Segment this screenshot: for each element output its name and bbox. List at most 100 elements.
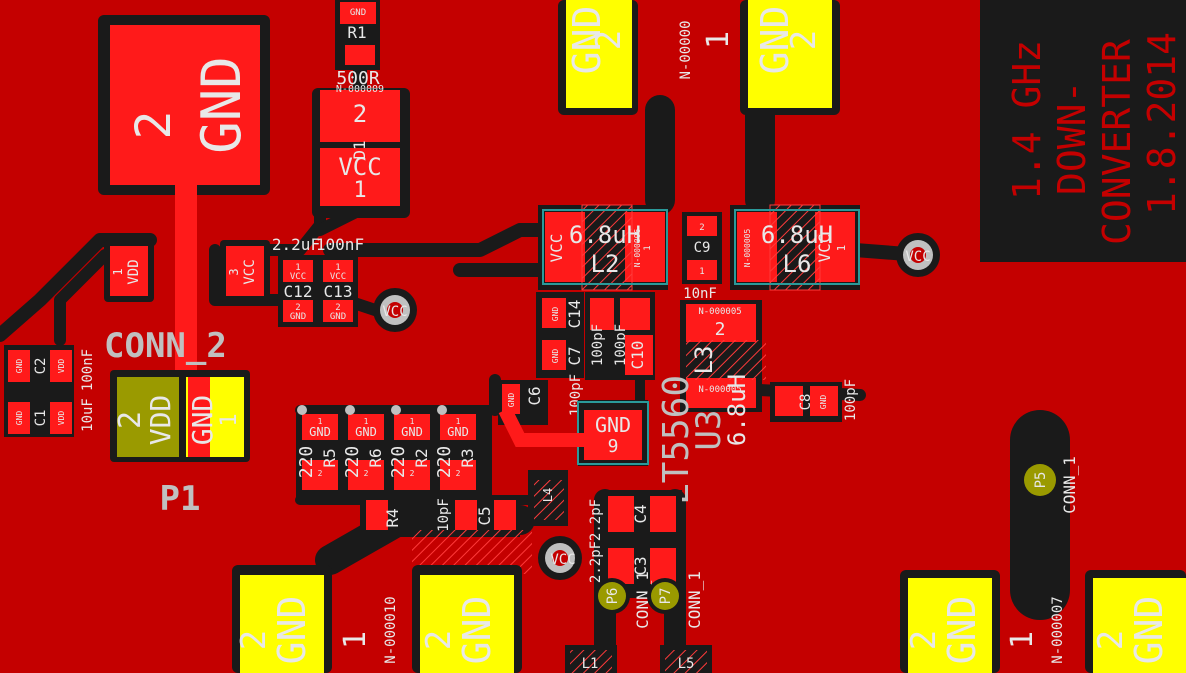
vcc3-pad-pin: 3 [227,268,241,275]
gnd-trace [175,180,197,395]
c2-pad-vdd: VDD [57,359,66,374]
p6-ref: P6 [605,588,621,605]
sma-bl-net: GND [270,596,314,665]
c9-pin1: 1 [699,267,704,277]
d1-pin1-net: VCC [338,153,381,181]
sma-bl-signal-pin: 1 [338,631,373,649]
c8[interactable]: GND C8 100pF [770,379,859,422]
r2-pad: GND [401,425,423,439]
l4-ref: L4 [541,488,555,502]
sma-bl-pin: 2 [234,630,274,650]
title-line-4: 1.8.2014 [1140,32,1184,215]
r5-pad: GND [309,425,331,439]
c3-value: 2.2pF [588,541,604,583]
r6-ref: R6 [366,448,385,467]
u3-lt5560[interactable]: GND 9 LT5560 U3 [577,375,729,505]
c4-c3[interactable]: C4 C3 2.2pF 2.2pF [588,490,682,598]
p1-ref: P1 [160,479,201,519]
c9-pin2: 2 [699,223,704,233]
l3-net: N-000005 [698,307,741,317]
r1-value: 500R [336,68,380,89]
r2-pin2: 2 [410,469,415,478]
l2-pin: 1 [643,245,653,250]
c12-ref: C12 [284,282,313,301]
cap-cluster[interactable]: GND GND C14 C7 100pF 100pF C10 [536,292,655,380]
r1-ref: R1 [347,23,366,42]
c10-ref: C10 [628,341,647,370]
d1-net: N-000009 [336,84,384,95]
vdd-pad[interactable]: 1 VDD [104,240,154,302]
l2-pad-net: VCC [547,234,566,263]
c13-pad1: VCC [330,272,346,282]
c13[interactable]: 1 VCC C13 2 GND 100nF [316,235,364,327]
c1-value: 10uF [80,398,96,432]
r6-resistor: 1 GND 2 220 R6 [342,414,385,490]
sma-top-right[interactable]: 2 GND [740,0,840,115]
sma-tl-pin: 2 [589,30,629,50]
c14-pad: GND [551,307,560,322]
l2-inductor[interactable]: 6.8uH L2 VCC N-000006 1 [538,204,668,291]
c6[interactable]: GND C6 100pF [498,374,584,425]
vdd-pad-pin: 1 [111,268,125,275]
sma-top-left[interactable]: 2 GND N-00000 1 [558,0,736,115]
c6-ref: C6 [525,386,544,405]
c7-pad: GND [551,349,560,364]
l3-value: 6.8uH [723,374,751,446]
r5-pin1: 1 [318,417,323,426]
r5-pin2: 2 [318,469,323,478]
big-gnd-pad[interactable]: 2 GND [98,15,270,195]
p5-ref: P5 [1033,472,1049,489]
sma-bottom-left[interactable]: 2 GND 1 N-000010 2 GND [232,565,522,673]
c12-pad2: GND [290,312,306,322]
l6-pad-net: VCC [815,234,834,263]
r3-resistor: 1 GND 2 220 R3 [434,414,477,490]
r3-pin1: 1 [456,417,461,426]
via-1-label: VCC [382,304,407,320]
l3-net2: N-000005 [698,385,741,395]
sma-bl-net-2: GND [455,596,499,665]
u3-part: LT5560 [656,375,697,505]
c2-value: 100nF [80,349,96,391]
l1-l5-partial[interactable]: L1 L5 [565,645,712,673]
sma-bottom-right[interactable]: 2 GND 1 N-000007 2 GND [900,570,1186,673]
sma-br-net-2: GND [1127,596,1171,665]
c7-ref: C7 [565,346,584,365]
p6-testpoint[interactable]: P6 CONN_1 [594,571,652,629]
l6-ref: L6 [783,250,812,278]
vcc3-pad[interactable]: 3 VCC [220,240,270,302]
r1-pad-label: GND [350,8,366,18]
c6-pad: GND [507,393,516,408]
p1-connector[interactable]: 2 VDD GND 1 P1 [110,370,250,519]
c12-pin2: 2 [295,303,300,313]
d1[interactable]: N-000009 2 VCC 1 D1 [312,84,410,218]
vcc3-pad-net: VCC [242,259,258,284]
r5-resistor: 1 GND 2 220 R5 [296,414,339,490]
l1-ref: L1 [582,656,599,672]
l6-inductor[interactable]: 6.8uH L6 N-000005 VCC 1 [730,204,860,291]
r6-pin1: 1 [364,417,369,426]
vdd-pad-net: VDD [126,259,142,284]
l3-ref: L3 [690,346,718,375]
l2-net: N-000006 [633,229,642,268]
via-3-label: VCC [550,552,575,568]
resistor-row[interactable]: 1 GND 2 220 R5 1 GND 2 220 R6 1 GND 2 22… [296,405,492,500]
r1[interactable]: GND R1 500R [335,0,380,89]
p5-testpoint[interactable]: P5 CONN_1 [1020,456,1079,514]
big-gnd-pin: 2 [126,111,182,140]
l3-inductor[interactable]: N-000005 2 N-000005 L3 6.8uH [680,300,766,446]
c2-pad-gnd: GND [15,359,24,374]
u3-ref: U3 [689,410,729,451]
d1-ref: D1 [350,140,369,159]
l6-value: 6.8uH [761,221,833,249]
c12-pin1: 1 [295,263,300,273]
c9[interactable]: 2 C9 1 10nF [682,212,722,302]
l6-pin: 1 [835,245,848,252]
c1-c2[interactable]: GND VDD C2 GND VDD C1 100nF 10uF [4,345,96,437]
title-block: 1.4 GHz DOWN- CONVERTER 1.8.2014 [980,0,1186,262]
l2-ref: L2 [591,250,620,278]
u3-epad-pin: 9 [608,436,619,457]
c12[interactable]: 1 VCC C12 2 GND 2.2uF [272,235,320,327]
c4-value: 2.2pF [588,499,604,541]
p7-testpoint[interactable]: P7 CONN_1 [647,571,704,629]
